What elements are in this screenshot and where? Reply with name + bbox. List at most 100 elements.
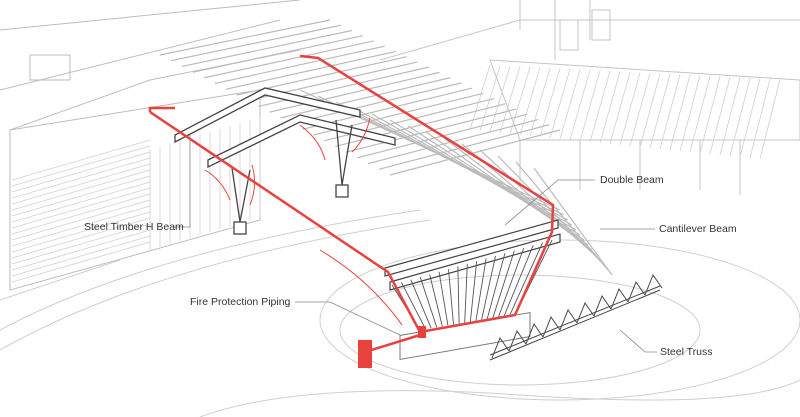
- pergola-slat: [669, 74, 691, 151]
- siding-line: [11, 235, 151, 277]
- siding-line: [11, 169, 151, 211]
- pergola-slat: [679, 75, 701, 152]
- strut: [475, 258, 487, 322]
- roof-slat: [181, 29, 353, 68]
- pergola-slat: [509, 66, 531, 135]
- roof-slat: [225, 50, 396, 90]
- pergola-slat: [729, 77, 751, 157]
- pergola-slat: [529, 67, 551, 137]
- pergola-slat: [549, 68, 571, 139]
- siding-line: [11, 205, 151, 247]
- roof-slat: [389, 129, 561, 176]
- steel-timber-h-beams: [174, 87, 396, 235]
- steel-truss: [489, 273, 663, 361]
- pergola-slat: [489, 65, 511, 133]
- label-steel-timber-h-beam: Steel Timber H Beam: [84, 221, 184, 233]
- pergola-slat: [569, 69, 591, 141]
- siding-line: [11, 175, 151, 217]
- siding-line: [11, 223, 151, 265]
- load-arrows: [204, 117, 403, 326]
- pergola-slat: [479, 65, 501, 132]
- leader-lines: [172, 135, 657, 353]
- pergola-slat: [719, 77, 741, 156]
- pergola-slat: [629, 72, 651, 147]
- pergola-slat: [639, 73, 661, 148]
- pergola-slat: [749, 78, 771, 159]
- strut: [429, 274, 443, 327]
- roof-slat: [269, 71, 440, 113]
- siding-line: [11, 157, 151, 199]
- pergola-slat: [699, 76, 721, 154]
- pergola-slat: [499, 66, 521, 134]
- label-double-beam: Double Beam: [600, 174, 664, 186]
- strut: [448, 269, 454, 325]
- siding-line: [11, 181, 151, 223]
- pergola-slat: [649, 73, 671, 149]
- label-cantilever-beam: Cantilever Beam: [659, 223, 737, 235]
- siding-line: [11, 241, 151, 283]
- roof-rail: [533, 167, 613, 276]
- roof-slat: [192, 35, 363, 73]
- strut: [464, 263, 468, 323]
- left-building: [0, 0, 301, 291]
- fire-protection-piping: [148, 54, 555, 354]
- pergola-slat: [559, 69, 581, 140]
- roof-slat: [346, 108, 517, 153]
- truss-web: [489, 273, 663, 361]
- roof-slat: [335, 103, 506, 148]
- right-building: [379, 0, 800, 195]
- roof-slat: [159, 19, 331, 56]
- roof-slat: [214, 45, 385, 85]
- strut: [497, 247, 525, 318]
- siding-line: [11, 211, 151, 253]
- roof-slat: [170, 24, 342, 62]
- siding-line: [11, 187, 151, 229]
- siding-line: [11, 163, 151, 205]
- siding-line: [11, 229, 151, 271]
- pergola-slat: [589, 70, 611, 143]
- roof-rail: [479, 149, 601, 261]
- site-outlines: [0, 209, 800, 417]
- pergola-slats: [469, 64, 781, 160]
- pergola-slat: [659, 74, 681, 150]
- building-siding: [11, 117, 261, 283]
- pergola-slat: [609, 71, 631, 145]
- strut: [457, 266, 460, 324]
- strut: [438, 271, 449, 326]
- roof-slat: [378, 124, 550, 170]
- pergola-slat: [469, 64, 491, 131]
- siding-line: [11, 145, 151, 187]
- pergola-slat: [519, 67, 541, 136]
- strut: [509, 242, 543, 317]
- pergola-slat: [539, 68, 561, 138]
- roof-slat: [280, 77, 451, 119]
- double-beam: [384, 219, 561, 291]
- siding-line: [11, 139, 151, 181]
- roof-slat: [291, 82, 462, 125]
- roof-rail: [497, 155, 605, 266]
- riser-valve: [358, 340, 372, 368]
- strut: [486, 253, 506, 320]
- strut: [419, 276, 438, 328]
- pergola-slat: [739, 78, 761, 158]
- strut: [503, 245, 534, 317]
- pergola-slat: [579, 70, 601, 142]
- siding-line: [11, 193, 151, 235]
- siding-line: [11, 151, 151, 193]
- pergola-slat: [709, 76, 731, 155]
- pergola-slat: [689, 75, 711, 153]
- siding-line: [11, 199, 151, 241]
- strut: [469, 261, 478, 323]
- roof-slat: [203, 40, 374, 79]
- strut: [401, 282, 426, 330]
- column-struts: [391, 239, 553, 331]
- strut: [481, 255, 496, 321]
- roof-rail: [515, 161, 609, 271]
- strut: [410, 279, 432, 329]
- pergola-slat: [759, 79, 781, 160]
- label-fire-protection-piping: Fire Protection Piping: [190, 296, 291, 308]
- strut: [492, 250, 515, 319]
- pipe-joint: [418, 326, 426, 338]
- label-steel-truss: Steel Truss: [660, 346, 713, 358]
